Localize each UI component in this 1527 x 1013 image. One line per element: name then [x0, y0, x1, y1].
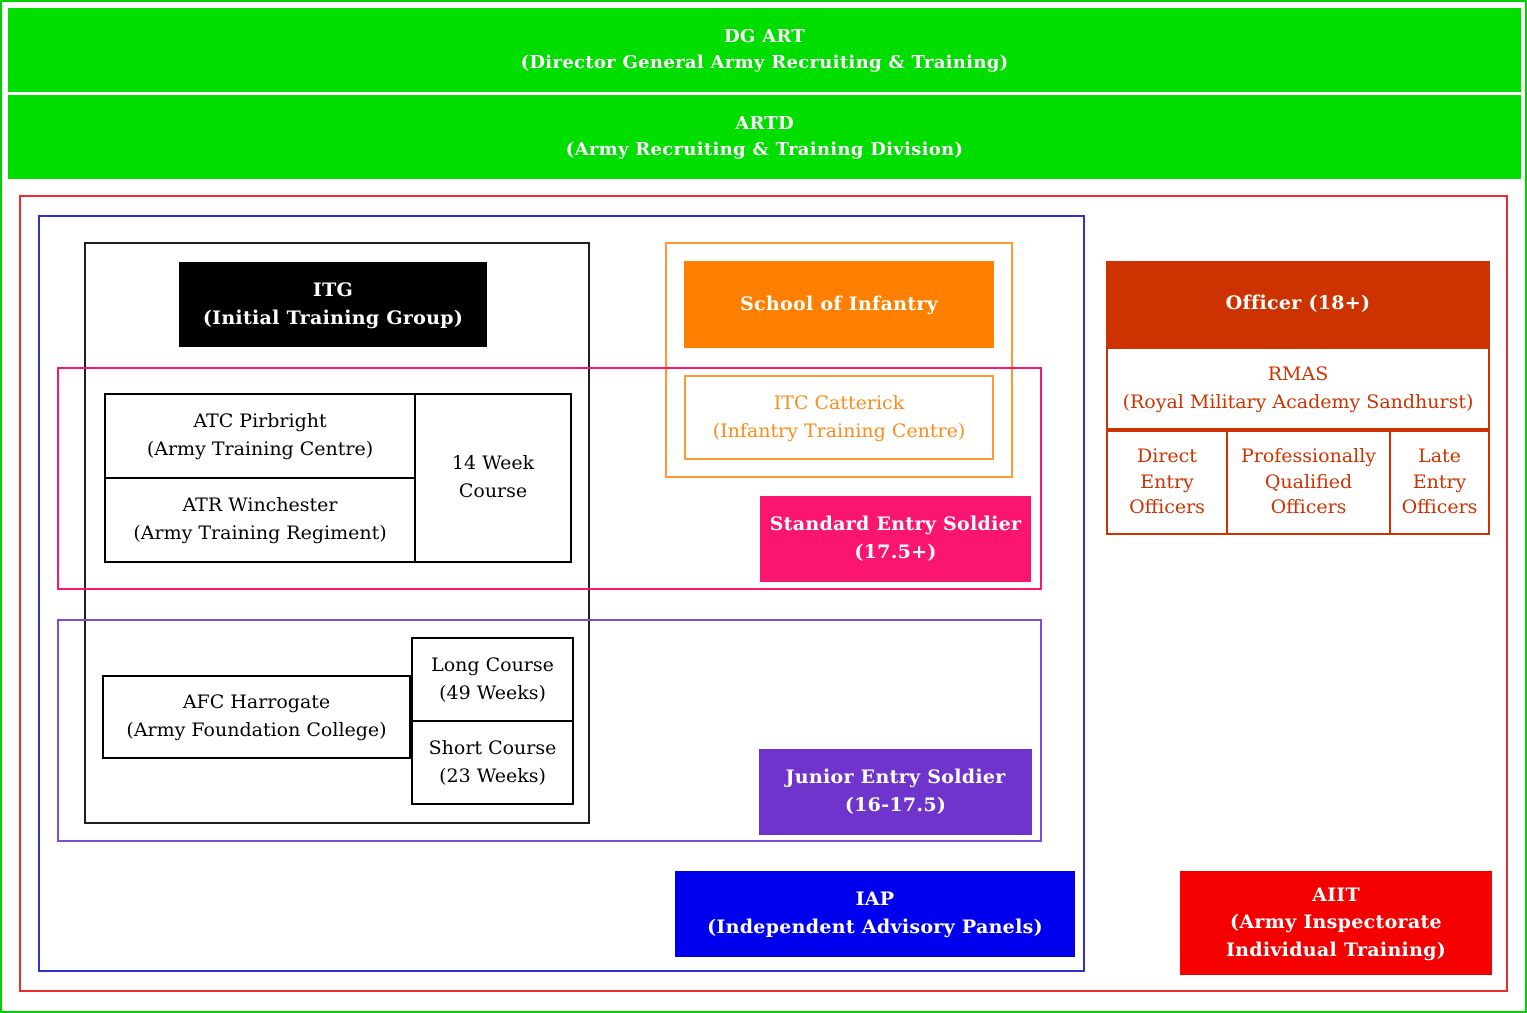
artd-banner: ARTD (Army Recruiting & Training Divisio… [8, 95, 1521, 179]
junior-course-stack: Long Course (49 Weeks) Short Course (23 … [411, 637, 574, 805]
short-course-title: Short Course [428, 736, 557, 759]
training-centres-column: ATC Pirbright (Army Training Centre) ATR… [106, 395, 416, 561]
itg-title: ITG [312, 278, 354, 301]
standard-entry-soldier-box: Standard Entry Soldier (17.5+) [760, 496, 1031, 582]
standard-entry-title: Standard Entry Soldier [769, 513, 1022, 536]
afc-subtitle: (Army Foundation College) [126, 719, 387, 741]
itg-box: ITG (Initial Training Group) [179, 262, 487, 347]
adult-training-table: ATC Pirbright (Army Training Centre) ATR… [104, 393, 572, 563]
short-course-cell: Short Course (23 Weeks) [413, 722, 572, 803]
dg-art-banner: DG ART (Director General Army Recruiting… [8, 8, 1521, 92]
junior-entry-title: Junior Entry Soldier [785, 766, 1006, 789]
rmas-box: RMAS (Royal Military Academy Sandhurst) [1106, 347, 1490, 430]
rmas-subtitle: (Royal Military Academy Sandhurst) [1122, 390, 1474, 413]
junior-entry-soldier-box: Junior Entry Soldier (16-17.5) [759, 749, 1032, 835]
course-14-week-line1: 14 Week [451, 452, 535, 475]
iap-title: IAP [855, 888, 895, 911]
school-of-infantry-label: School of Infantry [740, 292, 938, 315]
long-course-cell: Long Course (49 Weeks) [413, 639, 572, 722]
officer-entry-columns: Direct Entry Officers Professionally Qua… [1106, 430, 1490, 535]
artd-subtitle: (Army Recruiting & Training Division) [565, 139, 964, 160]
long-course-title: Long Course [431, 653, 554, 676]
short-course-subtitle: (23 Weeks) [439, 764, 546, 787]
itc-title: ITC Catterick [773, 391, 905, 414]
outer-red-frame [19, 195, 1508, 992]
itc-catterick-box: ITC Catterick (Infantry Training Centre) [684, 375, 994, 460]
direct-entry-officers-cell: Direct Entry Officers [1106, 430, 1228, 535]
junior-entry-subtitle: (16-17.5) [844, 794, 947, 816]
atr-winchester-cell: ATR Winchester (Army Training Regiment) [106, 479, 414, 561]
aiit-title: AIIT [1312, 883, 1360, 906]
standard-entry-subtitle: (17.5+) [854, 541, 937, 563]
afc-harrogate-box: AFC Harrogate (Army Foundation College) [102, 675, 411, 759]
iap-box: IAP (Independent Advisory Panels) [675, 871, 1075, 957]
late-entry-officers-cell: Late Entry Officers [1389, 430, 1490, 535]
officer-header: Officer (18+) [1106, 261, 1490, 347]
atc-pirbright-cell: ATC Pirbright (Army Training Centre) [106, 395, 414, 479]
standard-entry-group-frame [57, 367, 1042, 590]
officer-header-label: Officer (18+) [1225, 292, 1371, 315]
school-of-infantry-box: School of Infantry [684, 261, 994, 348]
atc-subtitle: (Army Training Centre) [146, 438, 374, 460]
aiit-box: AIIT (Army Inspectorate Individual Train… [1180, 871, 1492, 975]
itc-subtitle: (Infantry Training Centre) [712, 419, 966, 442]
afc-title: AFC Harrogate [182, 691, 331, 714]
dg-art-subtitle: (Director General Army Recruiting & Trai… [520, 52, 1009, 73]
atc-title: ATC Pirbright [193, 410, 327, 433]
long-course-subtitle: (49 Weeks) [439, 681, 546, 704]
itg-group-frame [84, 242, 590, 824]
dg-art-title: DG ART [723, 25, 806, 47]
atr-title: ATR Winchester [182, 494, 338, 517]
itg-subtitle: (Initial Training Group) [202, 306, 464, 329]
professionally-qualified-officers-cell: Professionally Qualified Officers [1226, 430, 1391, 535]
school-of-infantry-frame [665, 242, 1013, 478]
atr-subtitle: (Army Training Regiment) [133, 522, 387, 544]
course-14-week-line2: Course [458, 480, 528, 502]
junior-entry-group-frame [57, 619, 1042, 842]
iap-subtitle: (Independent Advisory Panels) [707, 916, 1043, 938]
aiit-subtitle: (Army Inspectorate Individual Training) [1225, 911, 1447, 961]
soldier-training-blue-frame [38, 215, 1085, 972]
course-14-week-cell: 14 Week Course [416, 395, 570, 561]
artd-title: ARTD [735, 112, 794, 134]
rmas-title: RMAS [1267, 362, 1329, 385]
